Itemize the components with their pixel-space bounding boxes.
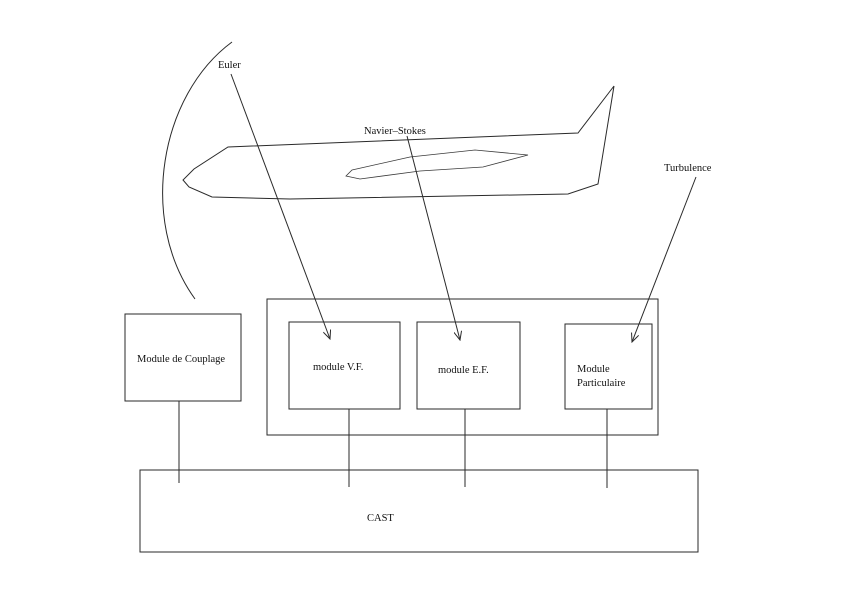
particulaire-module-box bbox=[564, 323, 653, 410]
vf-module-label: module V.F. bbox=[313, 362, 363, 373]
wing-outline bbox=[345, 149, 529, 180]
particulaire-module-label-line2: Particulaire bbox=[577, 378, 626, 389]
vf-module-box bbox=[288, 321, 401, 410]
navier-stokes-arrow bbox=[406, 135, 460, 340]
airplane-icon bbox=[182, 85, 615, 200]
modules-group-box bbox=[266, 298, 659, 436]
navier-stokes-label: Navier–Stokes bbox=[364, 126, 426, 137]
ef-module-box bbox=[416, 321, 521, 410]
particulaire-module-label-line1: Module bbox=[577, 364, 610, 375]
couplage-module-label: Module de Couplage bbox=[137, 354, 225, 365]
cast-box bbox=[139, 469, 699, 553]
boundary-arc bbox=[162, 41, 233, 300]
euler-arrow bbox=[230, 73, 330, 339]
euler-label: Euler bbox=[218, 60, 241, 71]
couplage-module-box bbox=[124, 313, 242, 402]
turbulence-arrow bbox=[632, 176, 697, 342]
ef-module-label: module E.F. bbox=[438, 365, 489, 376]
turbulence-label: Turbulence bbox=[664, 163, 712, 174]
cast-label: CAST bbox=[367, 513, 394, 524]
